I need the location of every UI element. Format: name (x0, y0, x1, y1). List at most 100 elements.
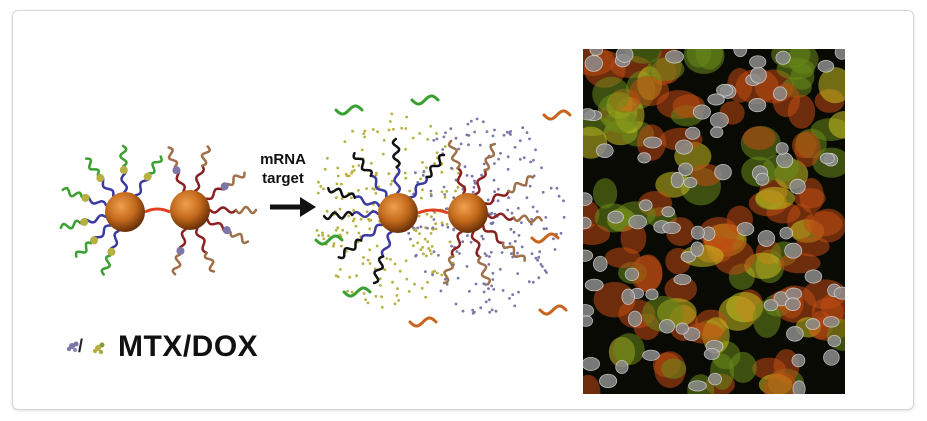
dox-molecule (454, 189, 457, 193)
mtx-molecule (493, 212, 497, 216)
dox-molecule (385, 257, 389, 260)
dox-molecule (336, 174, 340, 178)
mtx-molecule (444, 131, 447, 135)
cell-nucleus (596, 143, 614, 158)
mtx-molecule (487, 263, 491, 266)
mtx-molecule (429, 189, 433, 193)
dna-strand (100, 254, 112, 276)
mtx-molecule (517, 290, 520, 294)
dox-molecule (411, 244, 415, 248)
dna-strand (391, 137, 401, 169)
dox-molecule (403, 171, 407, 175)
cell-nucleus (784, 242, 803, 259)
cell-nucleus (607, 210, 624, 224)
mtx-molecule (517, 234, 521, 237)
dox-molecule (417, 214, 421, 218)
dna-strand (203, 251, 216, 273)
dox-molecule (389, 258, 392, 261)
mtx-molecule (441, 223, 444, 227)
dox-molecule (411, 136, 415, 140)
cell-nucleus (755, 172, 770, 186)
cell (763, 371, 798, 394)
mtx-molecule (452, 196, 456, 200)
dox-molecule (357, 164, 361, 167)
dox-molecule (422, 252, 425, 256)
cell (592, 76, 631, 112)
dox-molecule (426, 138, 430, 141)
dox-molecule (366, 301, 370, 305)
dox-molecule (81, 193, 90, 202)
dox-molecule (435, 151, 439, 155)
dox-molecule (339, 268, 342, 271)
mtx-molecule (419, 225, 423, 229)
dox-molecule (355, 274, 358, 278)
dox-molecule (383, 268, 387, 271)
dox-molecule (362, 132, 366, 136)
released-strand (314, 234, 344, 246)
legend-separator: / (78, 336, 84, 356)
mtx-molecule (508, 242, 512, 245)
dox-molecule (404, 259, 408, 263)
mtx-molecule (437, 253, 440, 257)
dna-strand (450, 230, 463, 258)
dna-strand (229, 230, 250, 245)
mtx-molecule (474, 282, 478, 286)
cell-nucleus (823, 349, 840, 366)
mtx-molecule (490, 284, 494, 288)
mtx-molecule (506, 167, 510, 171)
dna-strand (470, 231, 482, 259)
cell-nucleus (628, 214, 647, 230)
mtx-molecule (518, 139, 522, 143)
dna-strand (234, 205, 258, 215)
cell (686, 49, 712, 68)
cell-nucleus (827, 334, 842, 348)
dox-molecule (364, 298, 367, 301)
cell-nucleus (736, 222, 755, 236)
mtx-molecule (507, 196, 510, 200)
dox-molecule (347, 174, 351, 178)
mtx-molecule (521, 126, 525, 130)
dna-strand (447, 139, 461, 170)
mtx-molecule (220, 182, 229, 191)
mtx-molecule (482, 290, 486, 294)
cell (630, 255, 663, 293)
dna-strand (59, 219, 82, 230)
dna-strand (473, 168, 487, 196)
mtx-molecule (513, 239, 517, 243)
mtx-molecule (450, 244, 453, 248)
gold-nanoparticle (448, 193, 488, 233)
mtx-molecule (538, 250, 542, 254)
mtx-molecule (470, 174, 474, 178)
dox-molecule (404, 176, 408, 180)
dna-strand (507, 175, 535, 194)
mtx-molecule (429, 194, 433, 198)
dna-strand (369, 174, 388, 199)
mtx-molecule (562, 199, 565, 203)
mtx-molecule (511, 293, 515, 296)
mtx-molecule (454, 302, 458, 306)
dox-molecule (407, 290, 411, 293)
cell-nucleus (834, 49, 845, 60)
dox-molecule (368, 262, 372, 265)
mtx-molecule (450, 166, 453, 170)
dna-strand (327, 186, 356, 199)
dox-molecule (404, 147, 407, 151)
mtx-molecule (465, 133, 469, 137)
legend-label: MTX/DOX (118, 330, 259, 363)
cell-nucleus (665, 50, 684, 64)
dox-molecule (398, 269, 402, 273)
mtx-molecule (493, 128, 496, 132)
dox-molecule (374, 294, 378, 298)
cell-nucleus (615, 360, 629, 374)
dna-strand (512, 214, 543, 224)
dna-strand (352, 151, 373, 178)
mtx-molecule (513, 304, 517, 308)
cell-nucleus (748, 98, 767, 113)
cell (613, 333, 645, 366)
mtx-molecule (484, 300, 488, 304)
cell-nucleus (678, 162, 693, 177)
released-strand (542, 109, 572, 121)
mtx-molecule (481, 120, 485, 124)
dox-molecule (421, 188, 424, 192)
cell (793, 188, 826, 209)
